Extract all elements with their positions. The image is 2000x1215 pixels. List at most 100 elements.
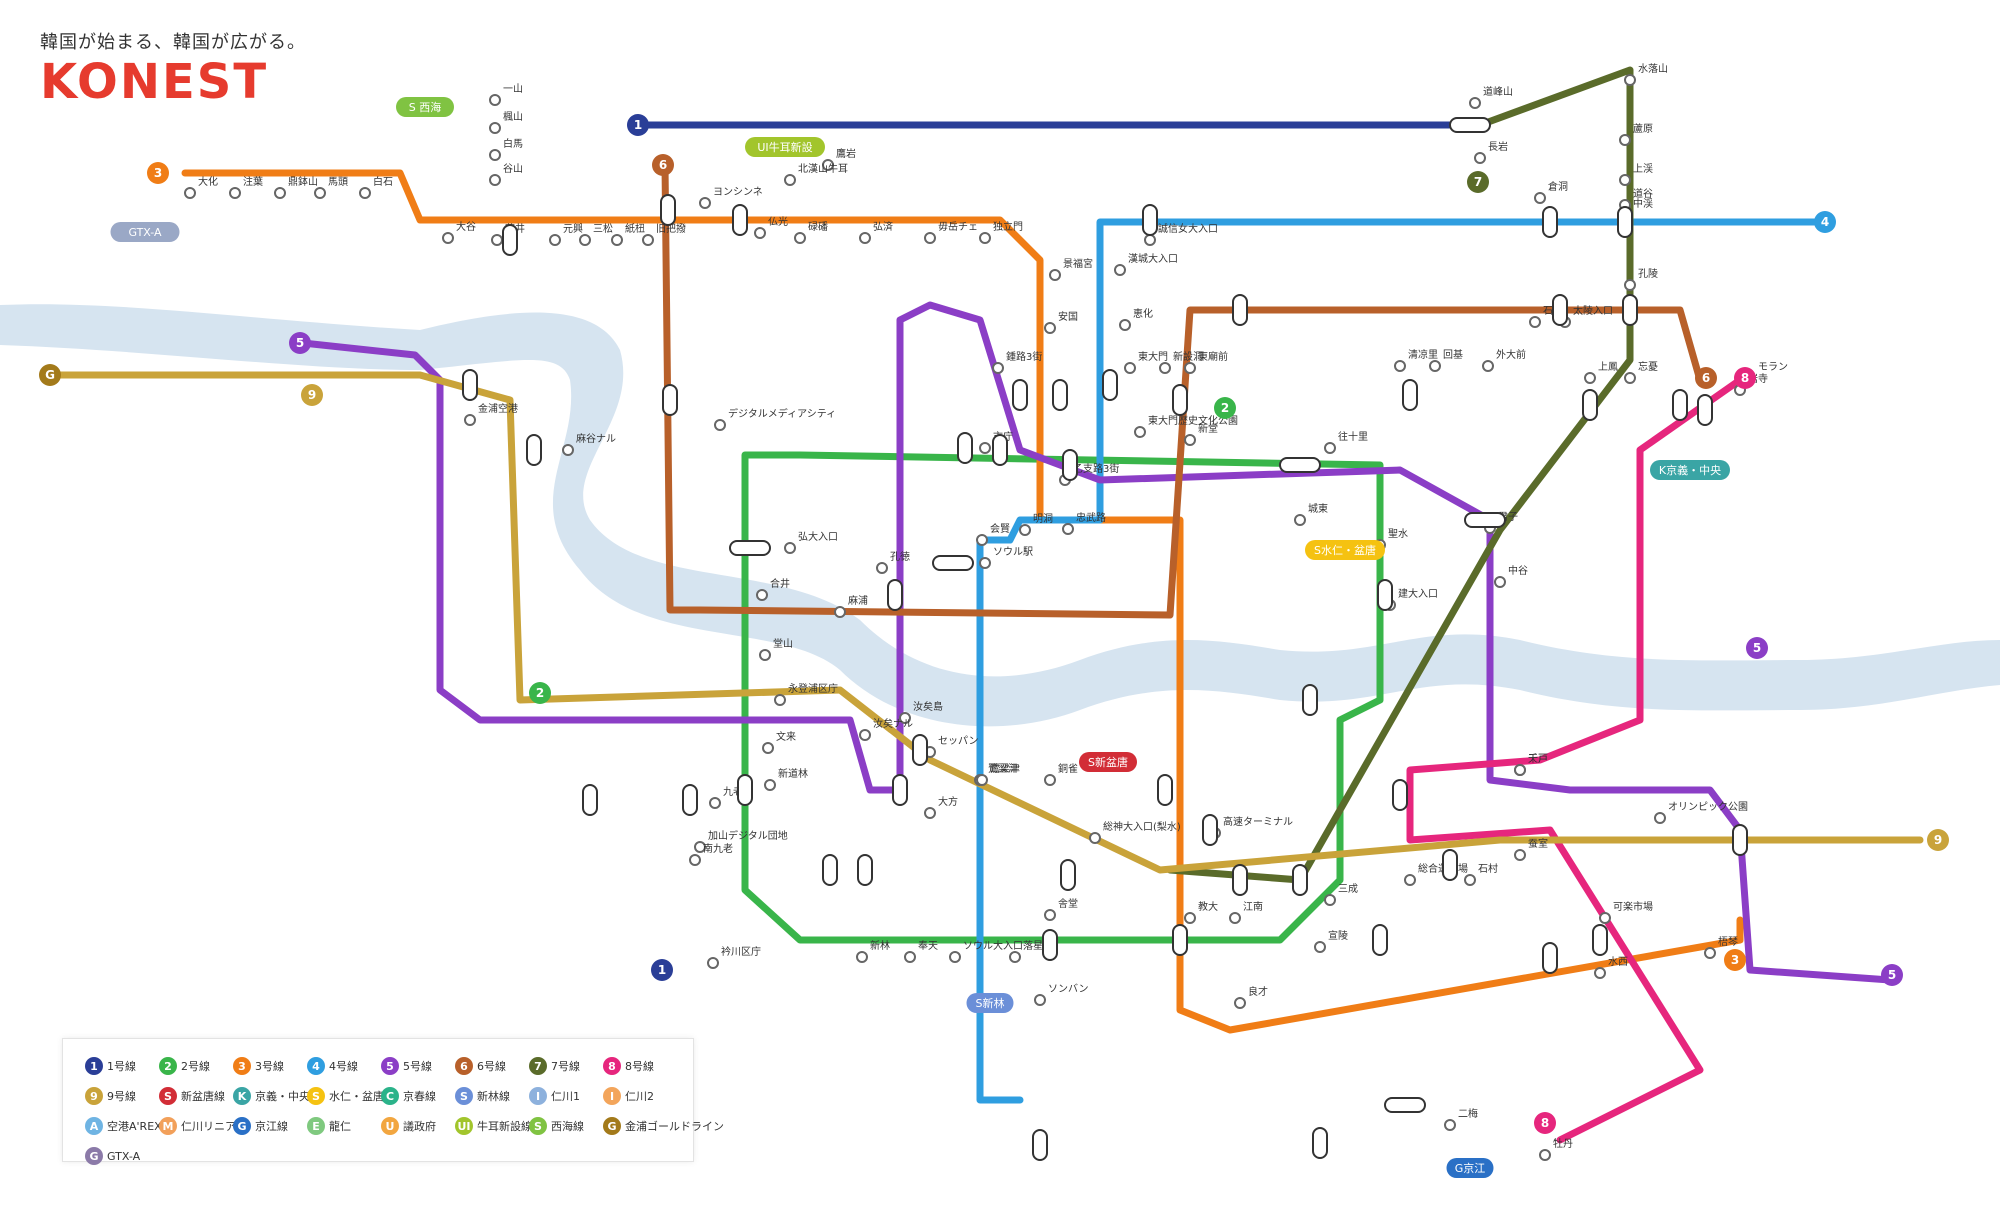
station[interactable]: 南九老 <box>689 842 733 866</box>
station[interactable]: 鼎鉢山 <box>274 175 318 199</box>
interchange-station[interactable] <box>1392 779 1408 811</box>
station[interactable]: 三成 <box>1324 883 1358 906</box>
station[interactable]: 新林 <box>856 939 890 963</box>
station[interactable]: 往十里 <box>1324 430 1368 454</box>
station-marker[interactable] <box>1464 874 1476 886</box>
interchange-station[interactable] <box>1402 379 1418 411</box>
station[interactable]: 独立門 <box>979 220 1023 244</box>
station-marker[interactable] <box>1444 1119 1456 1131</box>
station-marker[interactable] <box>794 232 806 244</box>
station-marker[interactable] <box>1159 362 1171 374</box>
station-marker[interactable] <box>754 227 766 239</box>
station-marker[interactable] <box>491 234 503 246</box>
station[interactable]: 白馬 <box>489 137 523 161</box>
station[interactable]: 金浦空港 <box>464 402 518 426</box>
station-marker[interactable] <box>979 442 991 454</box>
station[interactable]: 回基 <box>1429 348 1463 372</box>
station-marker[interactable] <box>1034 994 1046 1006</box>
station[interactable]: ソンバン <box>1034 983 1089 1006</box>
interchange-station[interactable] <box>1697 394 1713 426</box>
station[interactable]: 東廟前 <box>1184 350 1228 374</box>
station[interactable]: 弘済 <box>859 220 893 244</box>
station-marker[interactable] <box>714 419 726 431</box>
station[interactable]: 水西 <box>1594 956 1628 979</box>
line-badge-G[interactable]: G <box>39 364 61 386</box>
station[interactable]: 紙杻 <box>611 222 645 246</box>
interchange-station[interactable] <box>1372 924 1388 956</box>
station[interactable]: 文来 <box>762 730 796 754</box>
station-marker[interactable] <box>314 187 326 199</box>
station-marker[interactable] <box>1704 947 1716 959</box>
station-marker[interactable] <box>489 174 501 186</box>
interchange-station[interactable] <box>729 540 771 556</box>
station-marker[interactable] <box>764 779 776 791</box>
station-marker[interactable] <box>1019 524 1031 536</box>
interchange-station[interactable] <box>582 784 598 816</box>
station-marker[interactable] <box>1619 174 1631 186</box>
line-badge-2[interactable]: 2 <box>529 682 551 704</box>
station[interactable]: 新道林 <box>764 767 808 791</box>
station-marker[interactable] <box>756 589 768 601</box>
station[interactable]: デジタルメディアシティ <box>714 407 836 431</box>
station[interactable]: 総合運動場 <box>1404 862 1468 886</box>
station[interactable]: 教大 <box>1184 900 1218 924</box>
route-tag[interactable]: G京江 <box>1446 1158 1494 1178</box>
station[interactable]: 鷺梁津 <box>976 762 1020 786</box>
station-marker[interactable] <box>442 232 454 244</box>
station[interactable]: 安国 <box>1044 310 1078 334</box>
station[interactable]: 天戸 <box>1514 753 1548 776</box>
konest-logo[interactable]: KONEST <box>40 54 269 110</box>
station-marker[interactable] <box>1534 192 1546 204</box>
station[interactable]: 水落山 <box>1624 63 1668 86</box>
interchange-station[interactable] <box>1157 774 1173 806</box>
station-marker[interactable] <box>1429 360 1441 372</box>
station-marker[interactable] <box>1599 912 1611 924</box>
station-marker[interactable] <box>1494 576 1506 588</box>
station[interactable]: 堂山 <box>759 638 793 661</box>
station-marker[interactable] <box>489 122 501 134</box>
station[interactable]: 永登浦区庁 <box>774 682 838 706</box>
station[interactable]: 白石 <box>359 175 393 199</box>
station[interactable]: 中谷 <box>1494 564 1528 588</box>
line-8[interactable] <box>1406 376 1744 1144</box>
interchange-station[interactable] <box>1617 206 1633 238</box>
line-badge-5[interactable]: 5 <box>289 332 311 354</box>
route-tag[interactable]: S 西海 <box>396 97 454 117</box>
station-marker[interactable] <box>1539 1149 1551 1161</box>
station[interactable]: 谷山 <box>489 163 523 186</box>
interchange-station[interactable] <box>1032 1129 1048 1161</box>
station[interactable]: 良才 <box>1234 985 1268 1009</box>
station[interactable]: 忠武路 <box>1062 511 1106 535</box>
station[interactable]: 注葉 <box>229 175 263 199</box>
station[interactable]: 石村 <box>1464 862 1498 886</box>
interchange-station[interactable] <box>1552 294 1568 326</box>
route-tag[interactable]: K京義・中央 <box>1650 460 1730 480</box>
station-marker[interactable] <box>489 149 501 161</box>
station-marker[interactable] <box>1594 967 1606 979</box>
station-marker[interactable] <box>1394 360 1406 372</box>
station[interactable]: 大谷 <box>442 220 476 244</box>
interchange-station[interactable] <box>1202 814 1218 846</box>
interchange-station[interactable] <box>932 555 974 571</box>
route-tag[interactable]: S新盆唐 <box>1079 752 1137 772</box>
line-badge-1[interactable]: 1 <box>651 959 673 981</box>
interchange-station[interactable] <box>1279 457 1321 473</box>
station[interactable]: 清凉里 <box>1394 348 1438 372</box>
station-marker[interactable] <box>1314 941 1326 953</box>
station-marker[interactable] <box>707 957 719 969</box>
interchange-station[interactable] <box>1672 389 1688 421</box>
line-badge-7[interactable]: 7 <box>1467 171 1489 193</box>
station[interactable]: 誠信女大入口 <box>1144 222 1218 246</box>
station-marker[interactable] <box>579 234 591 246</box>
station[interactable]: ヨンシンネ <box>699 186 763 209</box>
line-badge-3[interactable]: 3 <box>147 162 169 184</box>
interchange-station[interactable] <box>732 204 748 236</box>
station[interactable]: 恵化 <box>1119 307 1153 331</box>
station[interactable]: 東大門 <box>1124 350 1168 374</box>
station[interactable]: 高速ターミナル <box>1209 815 1293 839</box>
station[interactable]: 倉洞 <box>1534 180 1568 204</box>
interchange-station[interactable] <box>992 434 1008 466</box>
station-marker[interactable] <box>1114 264 1126 276</box>
interchange-station[interactable] <box>1377 579 1393 611</box>
station-marker[interactable] <box>774 694 786 706</box>
